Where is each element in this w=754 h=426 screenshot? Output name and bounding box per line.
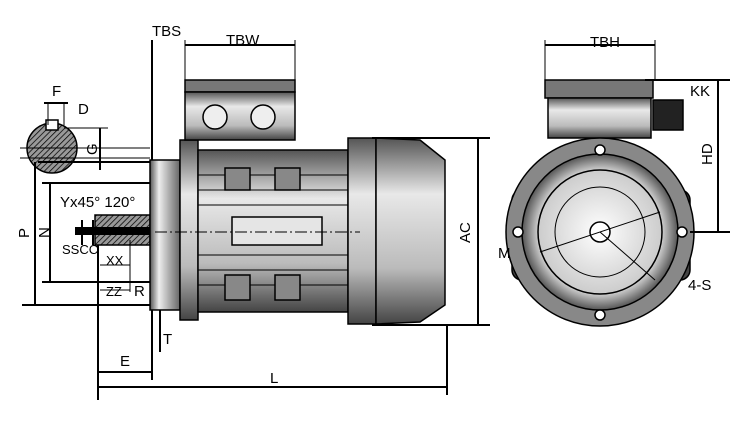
shaft-end [75,214,155,292]
terminal-box-side [184,79,296,141]
label-zz: ZZ [106,284,122,299]
label-tbs: TBS [152,23,181,40]
label-m: M [498,245,511,262]
label-t: T [163,331,172,348]
label-g: G [84,143,101,155]
label-tbw: TBW [226,32,260,49]
label-l: L [270,370,278,387]
label-ac: AC [457,222,474,243]
label-hd: HD [699,143,716,165]
label-d: D [78,101,89,118]
label-e: E [120,353,130,370]
label-sscc: SSCC [62,242,98,257]
label-f: F [52,83,61,100]
motor-side-view [149,137,446,325]
label-n: N [36,227,53,238]
label-thread: Yx45° 120° [60,194,135,211]
flange-dimension-lines [22,40,161,400]
label-r: R [134,283,145,300]
label-kk: KK [690,83,710,100]
label-p: P [16,228,33,238]
label-xx: XX [106,253,124,268]
label-tbh: TBH [590,34,620,51]
motor-end-view [505,79,695,327]
shaft-section [20,102,150,174]
label-holes: 4-S [688,277,711,294]
